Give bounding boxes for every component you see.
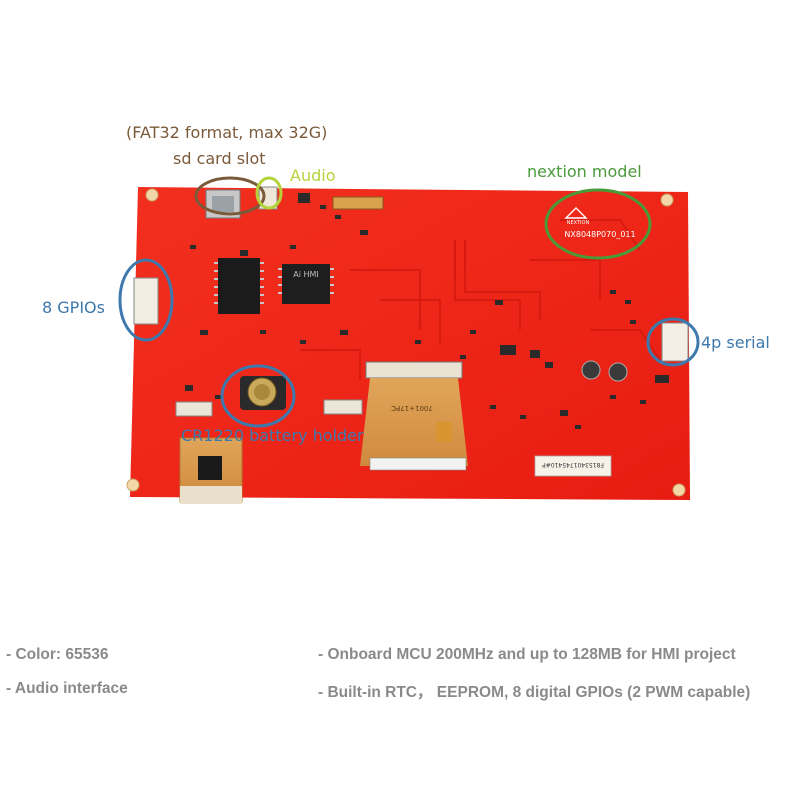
- bottom-connector-left: [175, 401, 213, 417]
- gpios-label: 8 GPIOs: [42, 298, 105, 317]
- serial-sticker: F8153401745410#P: [534, 455, 612, 477]
- sd-card-slot-label: sd card slot: [173, 149, 266, 168]
- spec-audio-interface: - Audio interface: [6, 680, 128, 697]
- serial-label: 4p serial: [701, 333, 770, 352]
- pcb-traces: [300, 219, 661, 380]
- annotation-circles: [118, 176, 700, 428]
- smd-components: [185, 193, 669, 429]
- brand-mark: NEXTION: [567, 220, 590, 226]
- mcu-chip: Ai HMI: [278, 264, 334, 304]
- touch-fpc-tail: [179, 437, 243, 504]
- spec-color: - Color: 65536: [6, 646, 109, 663]
- serial-highlight: [646, 317, 700, 367]
- fpc-label: 7001+17PC: [391, 404, 433, 412]
- model-code-text: NX8048P070_011: [564, 230, 635, 239]
- audio-label: Audio: [290, 166, 336, 185]
- gpio-connector: [133, 277, 159, 325]
- battery-highlight: [220, 364, 296, 428]
- nextion-model-label: nextion model: [527, 162, 642, 181]
- capacitors: [581, 360, 628, 382]
- sd-card-format-label: (FAT32 format, max 32G): [126, 123, 328, 142]
- sd-card-highlight: [194, 176, 266, 216]
- spec-mcu: - Onboard MCU 200MHz and up to 128MB for…: [318, 646, 736, 663]
- gpio-highlight: [118, 258, 174, 342]
- pcb-board: [130, 187, 690, 500]
- display-fpc: 7001+17PC: [360, 361, 468, 471]
- spec-rtc-eeprom-gpio: - Built-in RTC， EEPROM, 8 digital GPIOs …: [318, 684, 751, 701]
- mcu-label: Ai HMI: [293, 270, 319, 279]
- battery-holder: [240, 376, 286, 410]
- serial-connector: [661, 322, 689, 362]
- flash-chip: [214, 258, 264, 314]
- top-header-pins: [332, 196, 384, 210]
- mounting-holes: [126, 188, 686, 497]
- audio-highlight: [255, 176, 283, 210]
- battery-holder-label: CR1220 battery holder: [181, 426, 364, 445]
- bottom-connector-mid: [323, 399, 363, 415]
- nextion-logo: NEXTION: [564, 207, 590, 226]
- svg-text:F8153401745410#P: F8153401745410#P: [542, 461, 604, 468]
- nextion-model-highlight: [544, 188, 652, 260]
